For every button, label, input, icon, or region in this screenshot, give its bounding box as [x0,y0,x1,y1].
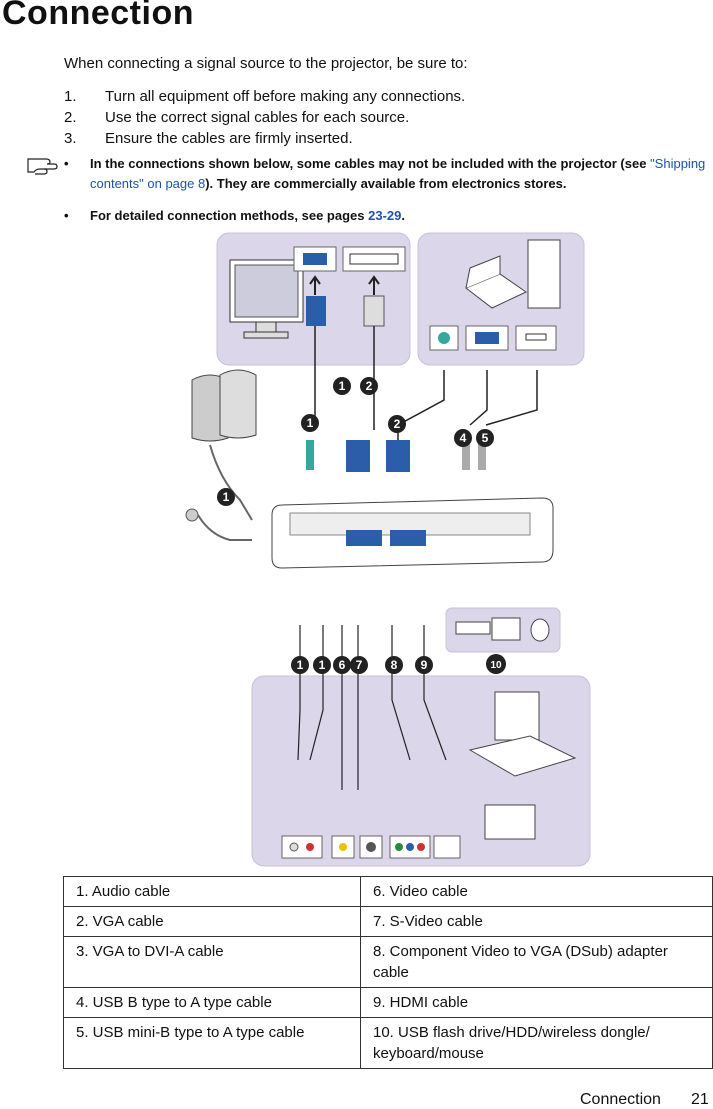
table-row: 1. Audio cable 6. Video cable [63,876,713,907]
callout-label: 1 [319,658,326,672]
callout-label: 4 [460,431,467,445]
callout-label: 1 [297,658,304,672]
callout-label: 1 [223,490,230,504]
footer-section: Connection [580,1091,661,1108]
page-number: 21 [690,1091,709,1108]
callout-label: 5 [482,431,489,445]
table-row: 5. USB mini-B type to A type cable 10. U… [63,1017,713,1069]
list-item: 1.Turn all equipment off before making a… [64,88,466,105]
steps-list: 1.Turn all equipment off before making a… [64,86,465,149]
speakers-icon [191,369,257,442]
table-row: 2. VGA cable 7. S-Video cable [63,906,713,937]
cable-legend-table: 1. Audio cable 6. Video cable 2. VGA cab… [63,876,713,1069]
table-row: 3. VGA to DVI-A cable 8. Component Video… [63,936,713,988]
note-block: • In the connections shown below, some c… [64,154,712,226]
keyboard-icon [491,617,521,641]
callout-label: 2 [366,379,373,393]
usb-flash-drive-icon [455,621,491,635]
note-item: • In the connections shown below, some c… [64,156,706,191]
callout-label: 6 [339,658,346,672]
pages-link[interactable]: 23-29 [368,208,402,223]
dvi-plug-icon [363,295,385,327]
table-row: 4. USB B type to A type cable 9. HDMI ca… [63,987,713,1018]
note-item: • For detailed connection methods, see p… [64,208,405,223]
callout-label: 1 [307,416,314,430]
connection-diagram: 1 2 1 2 4 5 1 1 1 6 7 8 9 10 [185,232,591,867]
list-item: 2.Use the correct signal cables for each… [64,109,410,126]
monitor-icon [229,259,304,339]
callout-label: 7 [356,658,363,672]
pointing-hand-icon [27,158,58,175]
shipping-contents-link[interactable]: "Shipping contents" on page 8 [90,156,706,191]
callout-label: 8 [391,658,398,672]
computer-icon [465,239,561,309]
vga-plug-icon [306,296,326,326]
page-title: Connection [2,0,194,32]
callout-label: 1 [339,379,346,393]
av-devices-icon [468,691,577,840]
list-item: 3.Ensure the cables are firmly inserted. [64,130,353,147]
page-footer: Connection 21 [580,1091,709,1109]
callout-label: 9 [421,658,428,672]
intro-text: When connecting a signal source to the p… [64,55,468,72]
callout-label: 2 [394,417,401,431]
mouse-icon [530,618,550,642]
callout-label: 10 [490,660,502,671]
